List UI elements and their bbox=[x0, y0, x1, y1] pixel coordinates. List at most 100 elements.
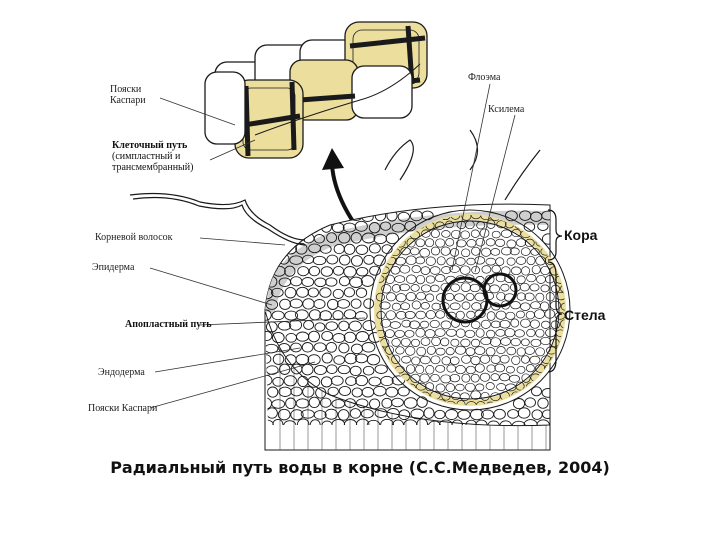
cell bbox=[516, 365, 526, 374]
cell bbox=[337, 232, 351, 244]
cell bbox=[325, 341, 337, 353]
cell bbox=[430, 246, 441, 256]
cell bbox=[265, 397, 273, 410]
cell bbox=[271, 399, 286, 409]
cell bbox=[425, 365, 435, 375]
cell bbox=[550, 392, 561, 401]
cell bbox=[290, 386, 303, 397]
cell bbox=[486, 311, 496, 321]
cell bbox=[475, 328, 485, 338]
cell bbox=[355, 287, 368, 298]
cell bbox=[511, 420, 526, 425]
cell bbox=[535, 328, 545, 338]
cell bbox=[505, 311, 516, 320]
cell bbox=[331, 399, 346, 409]
cell bbox=[385, 345, 394, 355]
cell bbox=[415, 256, 426, 265]
cell bbox=[435, 383, 446, 393]
cell bbox=[297, 418, 310, 425]
cell bbox=[520, 247, 531, 256]
cell bbox=[360, 409, 374, 419]
cell bbox=[523, 221, 536, 232]
cell bbox=[560, 284, 565, 293]
cell bbox=[409, 210, 424, 222]
cell bbox=[441, 392, 451, 401]
cell bbox=[545, 275, 555, 284]
cell bbox=[411, 300, 422, 310]
cell bbox=[401, 355, 412, 364]
cell bbox=[550, 320, 560, 330]
cell bbox=[441, 356, 452, 366]
cell bbox=[284, 265, 296, 277]
cell bbox=[369, 265, 381, 276]
cell bbox=[307, 376, 321, 388]
cell bbox=[506, 239, 517, 249]
cell bbox=[283, 420, 297, 425]
symplast-path-label-line2: (симпластный и bbox=[112, 151, 181, 162]
cell bbox=[495, 329, 506, 337]
cell bbox=[271, 331, 285, 344]
cell bbox=[441, 266, 452, 274]
cell bbox=[431, 302, 441, 311]
cell bbox=[539, 301, 550, 311]
cell bbox=[449, 265, 460, 273]
cell bbox=[290, 342, 302, 353]
cell bbox=[297, 266, 310, 277]
cell bbox=[560, 319, 565, 329]
cell bbox=[337, 409, 350, 421]
casparian-strip-label-line1: Пояски bbox=[110, 84, 142, 95]
cell bbox=[308, 265, 321, 277]
cell bbox=[319, 244, 332, 254]
cell bbox=[349, 276, 363, 288]
cell bbox=[486, 329, 496, 339]
cell bbox=[545, 292, 555, 302]
cell bbox=[491, 264, 501, 274]
cell bbox=[504, 210, 518, 222]
cell bbox=[490, 373, 500, 381]
cell bbox=[405, 292, 417, 302]
cell bbox=[465, 292, 475, 301]
cell bbox=[496, 291, 506, 301]
cell bbox=[354, 220, 368, 232]
cell bbox=[420, 266, 431, 275]
cell bbox=[343, 419, 358, 425]
cell bbox=[308, 222, 320, 233]
cell bbox=[312, 255, 327, 266]
cell bbox=[489, 284, 500, 294]
cell bbox=[409, 320, 420, 330]
cell bbox=[490, 248, 501, 256]
cell bbox=[384, 329, 395, 338]
cell bbox=[444, 292, 455, 302]
cell bbox=[307, 287, 319, 298]
cell bbox=[500, 283, 510, 292]
cell bbox=[411, 338, 420, 347]
label-leaders bbox=[149, 83, 516, 409]
cell bbox=[499, 319, 511, 329]
cell bbox=[436, 293, 446, 302]
cell bbox=[391, 284, 401, 293]
cell bbox=[348, 320, 362, 332]
cell bbox=[308, 396, 320, 409]
cell bbox=[500, 229, 512, 238]
cell bbox=[480, 319, 491, 329]
cell bbox=[524, 292, 535, 302]
cell bbox=[550, 374, 562, 384]
cell bbox=[374, 364, 388, 374]
cell bbox=[338, 385, 352, 397]
cell bbox=[425, 275, 436, 284]
cell bbox=[455, 365, 466, 375]
cell bbox=[535, 347, 545, 357]
cell bbox=[495, 238, 506, 247]
cell bbox=[494, 363, 506, 373]
cell bbox=[307, 354, 321, 366]
cell bbox=[416, 346, 427, 357]
cell bbox=[290, 409, 304, 421]
cell bbox=[475, 383, 485, 392]
cell bbox=[459, 392, 470, 401]
cell bbox=[313, 234, 325, 244]
cell bbox=[461, 248, 471, 258]
cell bbox=[302, 210, 315, 221]
cell bbox=[445, 347, 455, 356]
cell bbox=[441, 230, 451, 238]
